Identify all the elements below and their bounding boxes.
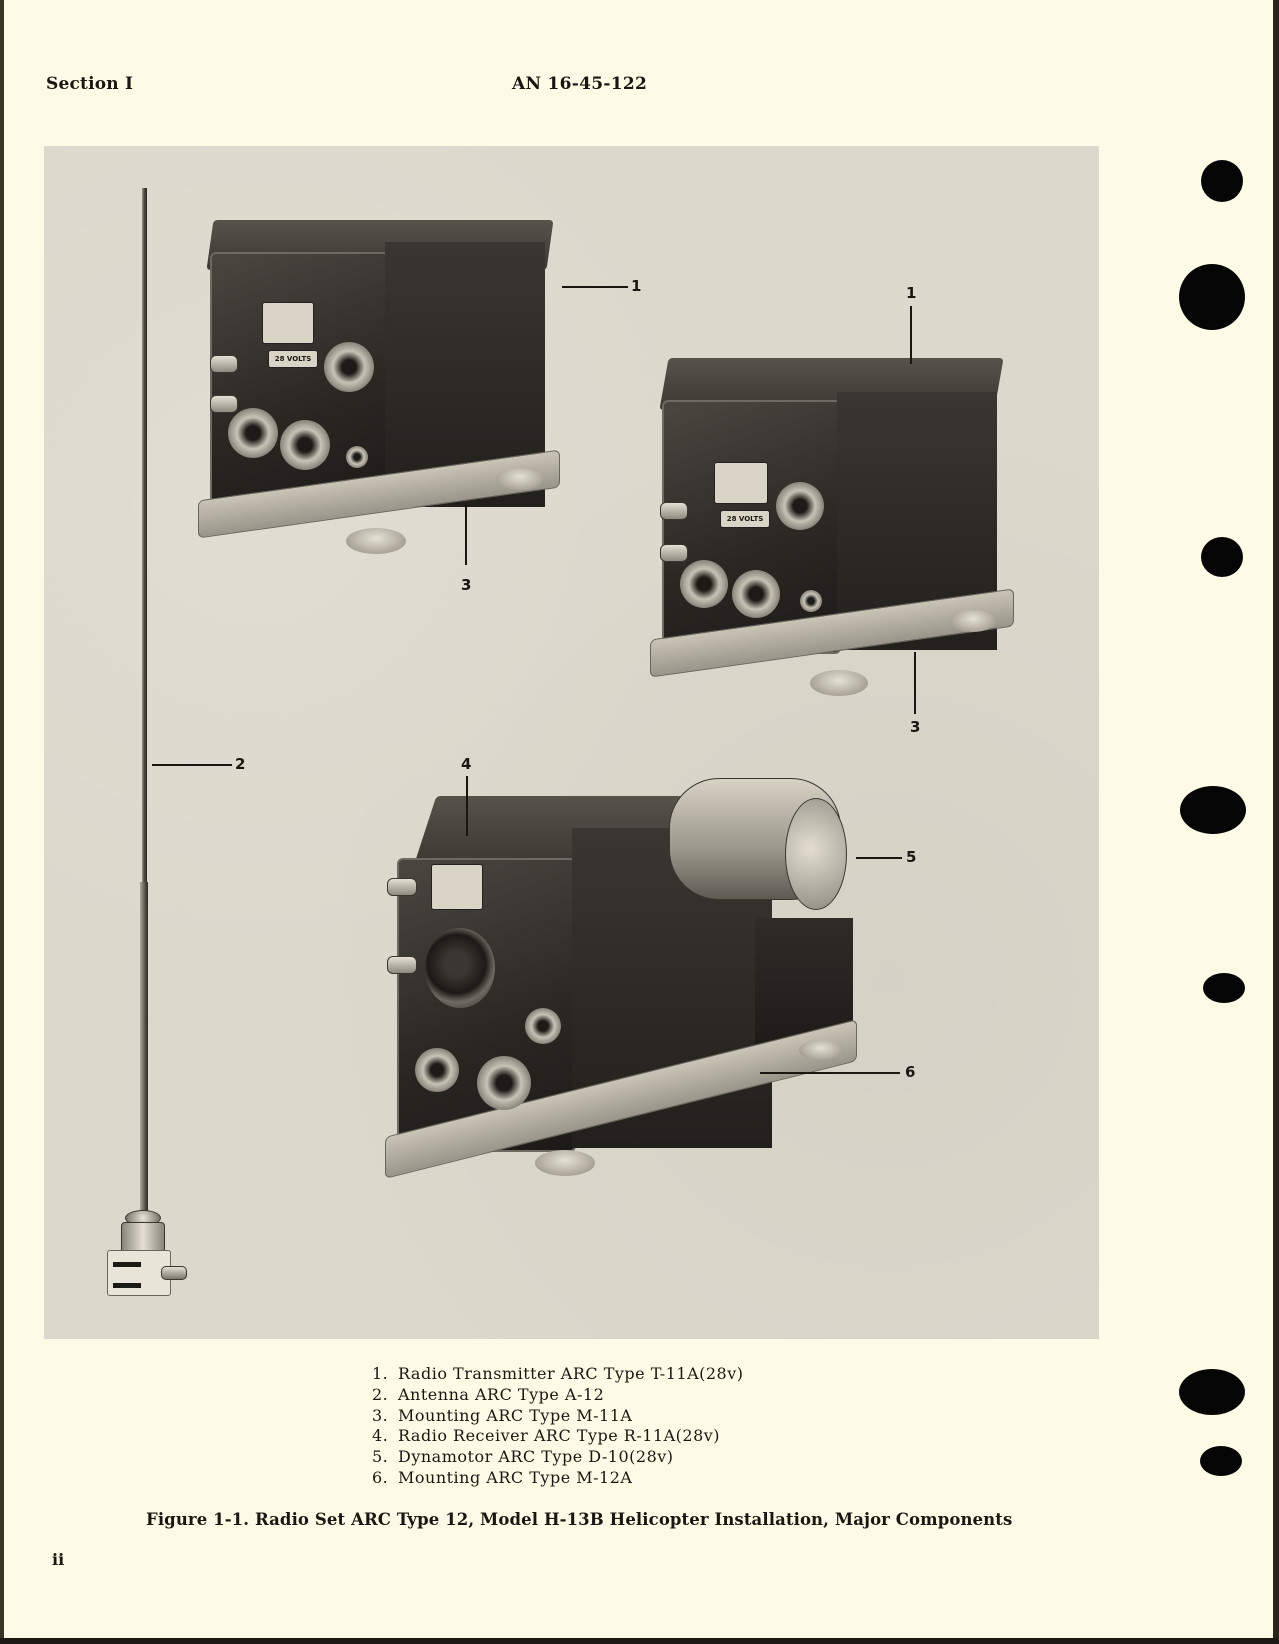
punch-hole	[1179, 264, 1245, 330]
section-heading: Section I	[46, 74, 134, 94]
figure-caption: Figure 1-1. Radio Set ARC Type 12, Model…	[146, 1510, 1013, 1529]
document-number: AN 16-45-122	[512, 74, 648, 94]
legend-item: 3.Mounting ARC Type M-11A	[372, 1405, 633, 1425]
callout-line-1b	[910, 306, 912, 364]
legend-item: 6.Mounting ARC Type M-12A	[372, 1467, 633, 1487]
legend-item: 2.Antenna ARC Type A-12	[372, 1384, 605, 1404]
transmitter-illustration-left: 28 VOLTS	[198, 210, 568, 570]
figure-legend: 1.Radio Transmitter ARC Type T-11A(28v) …	[372, 1364, 744, 1489]
callout-3-right: 3	[910, 718, 921, 736]
callout-line-5	[856, 857, 902, 859]
punch-hole	[1201, 160, 1243, 202]
callout-2: 2	[235, 755, 246, 773]
antenna-rod	[142, 188, 147, 1218]
page-edge-right	[1273, 0, 1279, 1644]
antenna-lower-rod	[140, 882, 148, 1212]
transmitter-illustration-right: 28 VOLTS	[650, 352, 1020, 712]
punch-hole	[1179, 1369, 1245, 1415]
page-edge-bottom	[0, 1638, 1279, 1644]
antenna-base	[107, 1210, 187, 1306]
punch-hole	[1180, 786, 1246, 834]
callout-line-2	[152, 764, 232, 766]
legend-item: 1.Radio Transmitter ARC Type T-11A(28v)	[372, 1364, 744, 1383]
callout-line-4	[466, 776, 468, 836]
callout-line-3a	[465, 503, 467, 565]
page-number: ii	[52, 1550, 65, 1569]
callout-line-1a	[562, 286, 628, 288]
callout-6: 6	[905, 1063, 916, 1081]
callout-1-left: 1	[631, 277, 642, 295]
page-edge-left	[0, 0, 4, 1644]
callout-3-left: 3	[461, 576, 472, 594]
punch-hole	[1200, 1446, 1242, 1476]
receiver-illustration	[385, 778, 865, 1188]
punch-hole	[1203, 973, 1245, 1003]
legend-item: 4.Radio Receiver ARC Type R-11A(28v)	[372, 1426, 721, 1446]
callout-4: 4	[461, 755, 472, 773]
callout-5: 5	[906, 848, 917, 866]
callout-line-3b	[914, 652, 916, 714]
punch-hole	[1201, 537, 1243, 577]
callout-line-6	[760, 1072, 900, 1074]
volts-plate: 28 VOLTS	[268, 350, 318, 368]
callout-1-right: 1	[906, 284, 917, 302]
volts-plate: 28 VOLTS	[720, 510, 770, 528]
legend-item: 5.Dynamotor ARC Type D-10(28v)	[372, 1447, 674, 1467]
